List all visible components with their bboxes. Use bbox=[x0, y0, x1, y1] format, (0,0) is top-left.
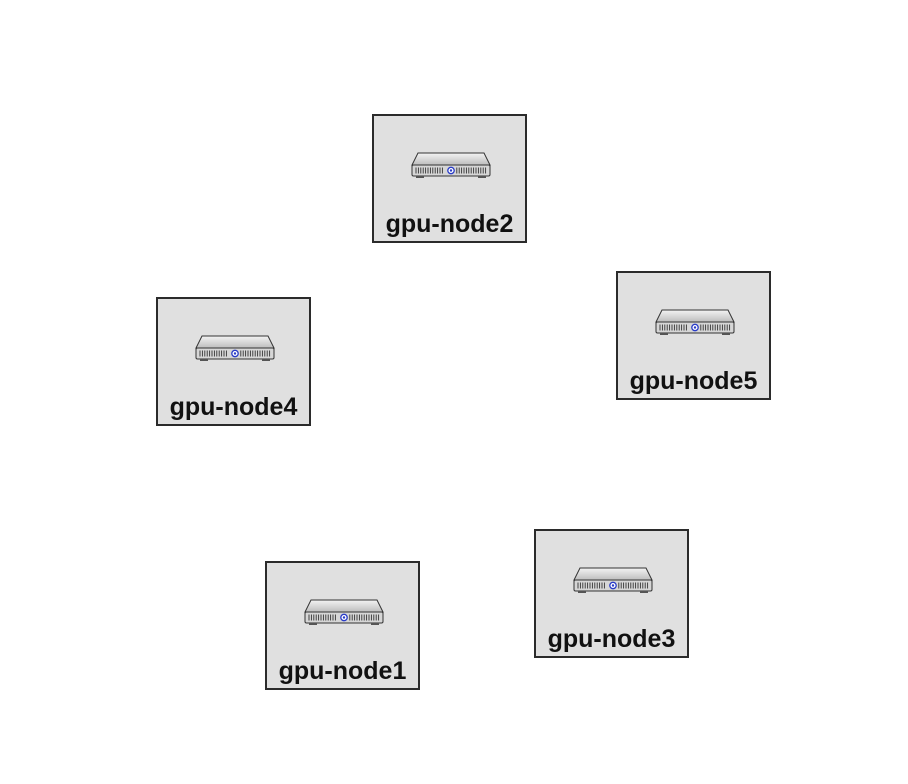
node-label: gpu-node4 bbox=[169, 393, 298, 421]
server-icon bbox=[572, 564, 654, 596]
node-gpu-node1[interactable]: gpu-node1 bbox=[265, 561, 420, 690]
server-icon bbox=[654, 306, 736, 338]
server-icon bbox=[410, 149, 492, 181]
node-gpu-node3[interactable]: gpu-node3 bbox=[534, 529, 689, 658]
node-gpu-node4[interactable]: gpu-node4 bbox=[156, 297, 311, 426]
node-label: gpu-node1 bbox=[278, 657, 407, 685]
node-label: gpu-node2 bbox=[385, 210, 514, 238]
node-gpu-node2[interactable]: gpu-node2 bbox=[372, 114, 527, 243]
node-gpu-node5[interactable]: gpu-node5 bbox=[616, 271, 771, 400]
node-label: gpu-node5 bbox=[629, 367, 758, 395]
server-icon bbox=[194, 332, 276, 364]
server-icon bbox=[303, 596, 385, 628]
node-label: gpu-node3 bbox=[547, 625, 676, 653]
